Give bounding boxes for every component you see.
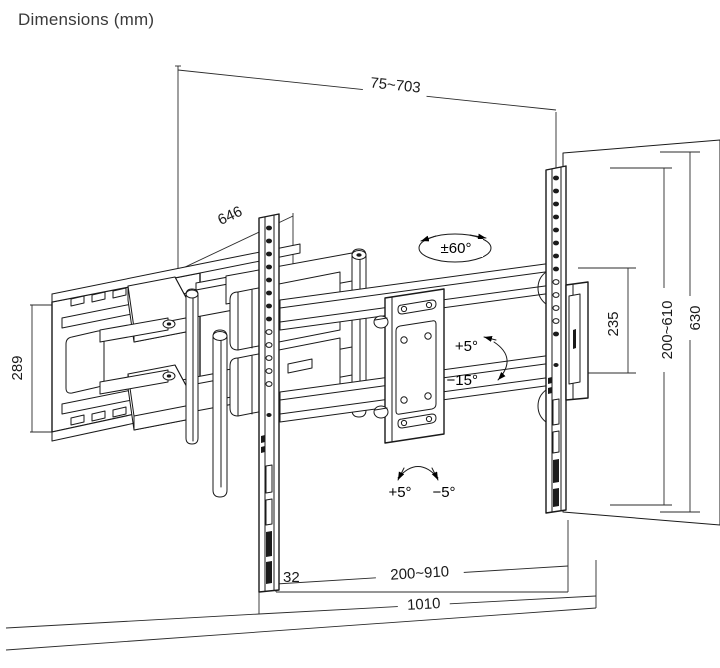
page-title: Dimensions (mm) <box>18 10 155 29</box>
roll-plus-label: +5° <box>388 484 411 501</box>
dim-top-extension: 75~703 <box>369 74 421 96</box>
dimension-text-labels: 75~703 646 289 32 235 200~610 <box>9 73 705 616</box>
pivot-post-left <box>185 288 199 445</box>
rail-right-holes <box>552 175 560 367</box>
dim-vesa-width-range: 200~610 <box>659 301 676 360</box>
tilt-down-label: −15° <box>447 372 478 389</box>
dim-panel-height: 630 <box>687 305 704 330</box>
dim-plate-height: 289 <box>9 355 26 380</box>
hinge-gussets <box>99 276 197 431</box>
dim-total-width: 1010 <box>407 595 441 614</box>
annotation-swivel: ±60° <box>418 233 492 263</box>
vertical-rail-left <box>258 213 280 593</box>
dim-vesa-width-h-range: 200~910 <box>390 563 450 584</box>
roll-minus-label: −5° <box>432 484 455 501</box>
annotation-roll: +5° −5° <box>388 466 456 501</box>
dim-rail-offset: 32 <box>283 569 300 586</box>
vesa-plate <box>373 288 445 444</box>
rail-left-holes <box>265 225 273 417</box>
vertical-rail-right <box>537 165 567 514</box>
tilt-up-label: +5° <box>455 338 478 355</box>
swivel-angle-label: ±60° <box>441 240 472 257</box>
tv-slider-bracket <box>565 281 589 401</box>
annotation-tilt: +5° −15° <box>447 336 508 389</box>
dim-vesa-height: 235 <box>605 311 622 336</box>
pivot-post-mid <box>212 329 228 498</box>
